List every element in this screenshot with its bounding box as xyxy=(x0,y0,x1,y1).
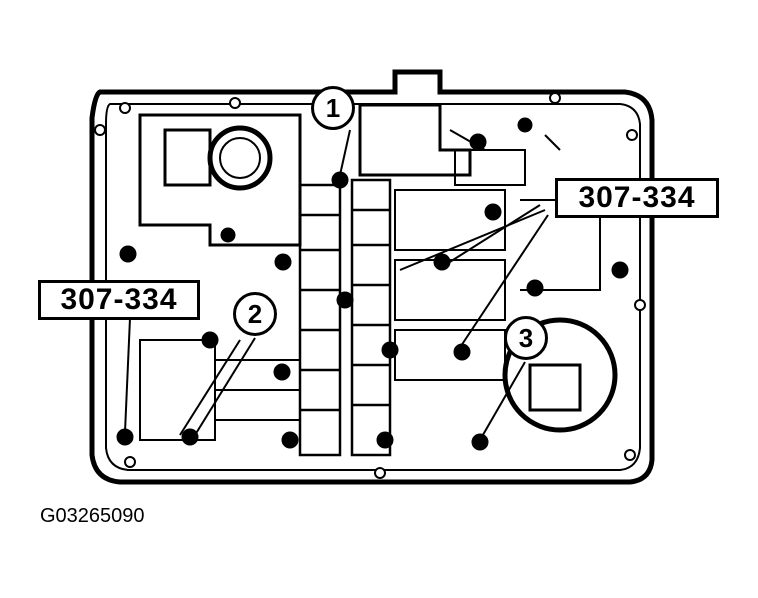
solenoid-block xyxy=(528,363,582,412)
rim-holes xyxy=(94,92,646,479)
solenoid-ring xyxy=(502,317,618,433)
spool-stack-a xyxy=(298,183,342,457)
housing-inner-outline xyxy=(105,103,641,471)
callout-3: 3 xyxy=(504,316,548,360)
top-housing xyxy=(358,103,472,177)
spool-stack-b xyxy=(350,178,392,457)
left-plate xyxy=(138,113,302,247)
tool-label-right: 307-334 xyxy=(555,178,719,218)
housing-outline xyxy=(89,69,655,485)
callout-2: 2 xyxy=(233,292,277,336)
bolts xyxy=(116,117,629,451)
leader-lines xyxy=(124,129,561,441)
tool-label-left: 307-334 xyxy=(38,280,200,320)
accumulator-ring-inner xyxy=(219,137,261,179)
callout-1: 1 xyxy=(311,86,355,130)
figure-id: G03265090 xyxy=(40,505,145,527)
accumulator-ring xyxy=(207,125,273,191)
left-cavity xyxy=(163,128,212,187)
